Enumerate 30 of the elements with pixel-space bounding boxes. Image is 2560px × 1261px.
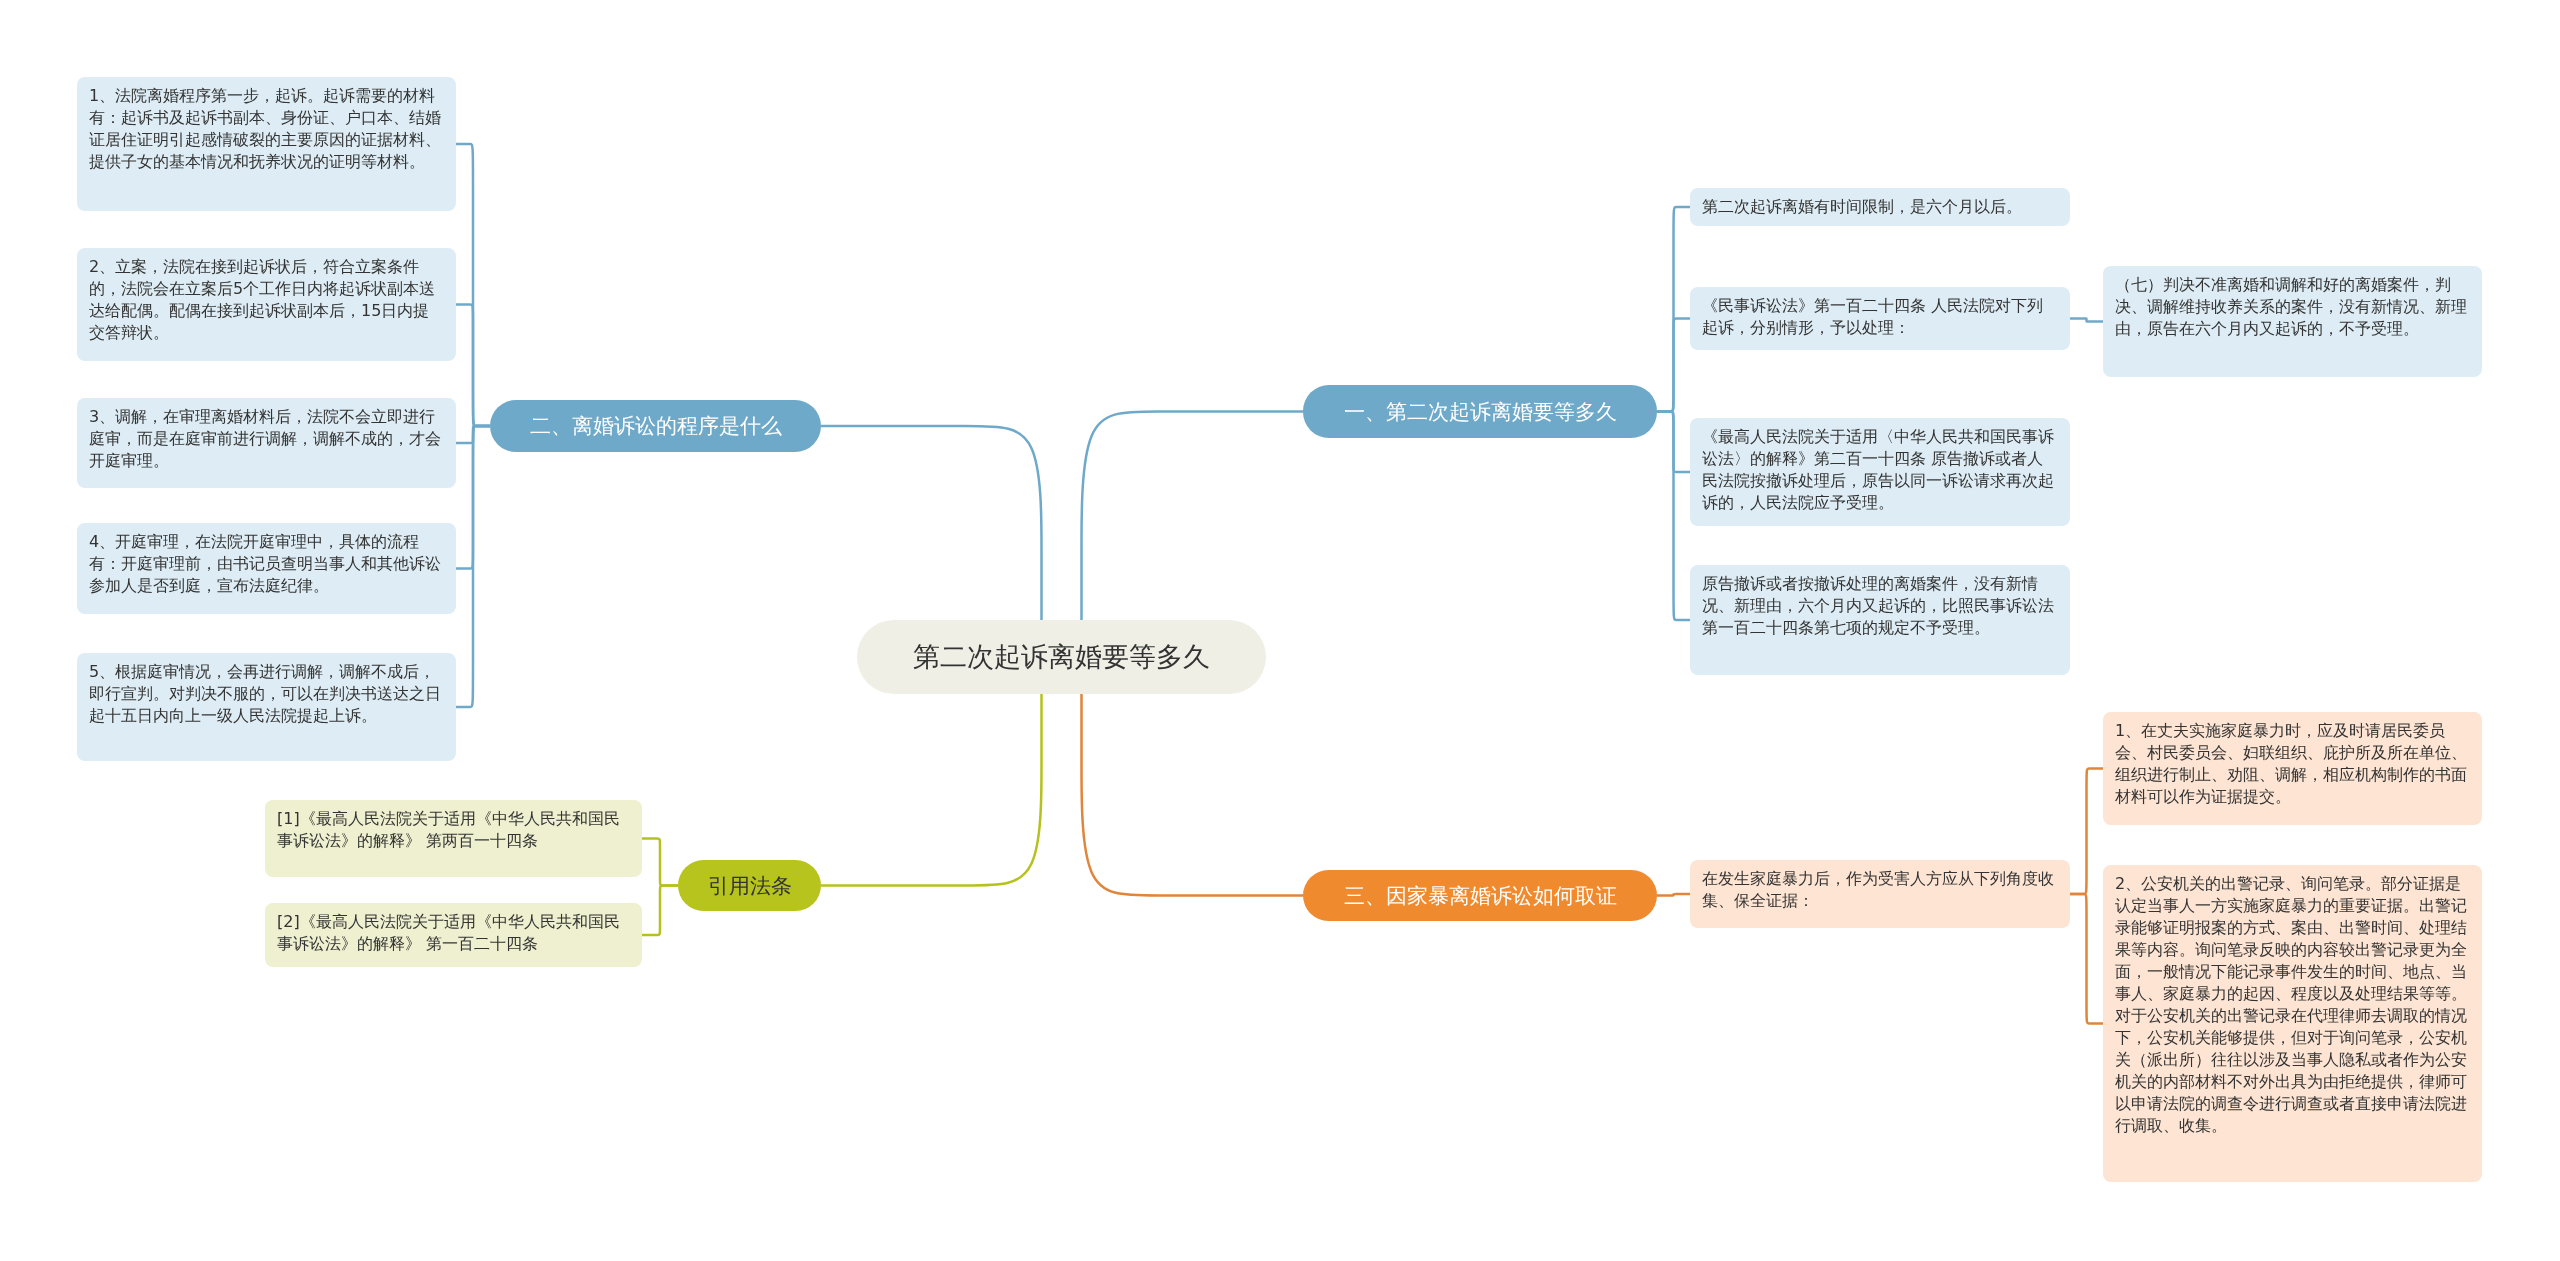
subtopic-card: 原告撤诉或者按撤诉处理的离婚案件，没有新情况、新理由，六个月内又起诉的，比照民事诉讼法第一百二十四条第七项的规定不予受理。 xyxy=(1690,565,2070,675)
subtopic-card: 2、公安机关的出警记录、询问笔录。部分证据是认定当事人一方实施家庭暴力的重要证据。出警记录能够证明报案的方式、案由、出警时间、处理结果等内容。询问笔录反映的内容较出警记录更为全面，一般情况下能记录事件发生的时间、地点、当事人、家庭暴力的起因、程度以及处理结果等等。对于公安机关的出警记录在代理律师去调取的情况下，公安机关能够提供，但对于询问笔录，公安机关（派出所）往往以涉及当事人隐私或者作为公安机关的内部材料不对外出具为由拒绝提供，律师可以申请法院的调查令进行调查或者直接申请法院进行调取、收集。 xyxy=(2103,865,2482,1182)
subtopic-card: 1、法院离婚程序第一步，起诉。起诉需要的材料有：起诉书及起诉书副本、身份证、户口本、结婚证居住证明引起感情破裂的主要原因的证据材料、提供子女的基本情况和抚养状况的证明等材料。 xyxy=(77,77,456,211)
connector-line xyxy=(821,424,1043,620)
connector-line xyxy=(821,694,1043,887)
subtopic-card: 3、调解，在审理离婚材料后，法院不会立即进行庭审，而是在庭审前进行调解，调解不成的，才会开庭审理。 xyxy=(77,398,456,488)
connector-line xyxy=(2070,317,2103,323)
connector-line xyxy=(2070,892,2103,1025)
branch-topic: 二、离婚诉讼的程序是什么 xyxy=(490,400,821,452)
branch-topic: 三、因家暴离婚诉讼如何取证 xyxy=(1303,870,1657,921)
connector-line xyxy=(1657,892,1690,897)
connector-line xyxy=(456,424,490,709)
branch-topic: 一、第二次起诉离婚要等多久 xyxy=(1303,385,1657,438)
subtopic-card: 《最高人民法院关于适用〈中华人民共和国民事诉讼法〉的解释》第二百一十四条 原告撤诉或者人民法院按撤诉处理后，原告以同一诉讼请求再次起诉的，人民法院应予受理。 xyxy=(1690,418,2070,526)
subtopic-card: 1、在丈夫实施家庭暴力时，应及时请居民委员会、村民委员会、妇联组织、庇护所及所在单位、组织进行制止、劝阻、调解，相应机构制作的书面材料可以作为证据提交。 xyxy=(2103,712,2482,825)
subtopic-card: 第二次起诉离婚有时间限制，是六个月以后。 xyxy=(1690,188,2070,226)
connector-line xyxy=(1657,410,1690,622)
subtopic-card: 在发生家庭暴力后，作为受害人方应从下列角度收集、保全证据： xyxy=(1690,860,2070,928)
connector-line xyxy=(1080,694,1303,897)
subtopic-card: [1]《最高人民法院关于适用《中华人民共和国民事诉讼法》的解释》 第两百一十四条 xyxy=(265,800,642,877)
connector-line xyxy=(642,884,678,937)
subtopic-card: 《民事诉讼法》第一百二十四条 人民法院对下列起诉，分别情形，予以处理： xyxy=(1690,287,2070,350)
branch-topic: 引用法条 xyxy=(678,860,821,911)
subtopic-card: [2]《最高人民法院关于适用《中华人民共和国民事诉讼法》的解释》 第一百二十四条 xyxy=(265,903,642,967)
subtopic-card: 2、立案，法院在接到起诉状后，符合立案条件的，法院会在立案后5个工作日内将起诉状副本送达给配偶。配偶在接到起诉状副本后，15日内提交答辩状。 xyxy=(77,248,456,361)
connector-line xyxy=(1080,410,1303,620)
subtopic-card: （七）判决不准离婚和调解和好的离婚案件，判决、调解维持收养关系的案件，没有新情况、新理由，原告在六个月内又起诉的，不予受理。 xyxy=(2103,266,2482,377)
subtopic-card: 5、根据庭审情况，会再进行调解，调解不成后，即行宣判。对判决不服的，可以在判决书送达之日起十五日内向上一级人民法院提起上诉。 xyxy=(77,653,456,761)
central-topic: 第二次起诉离婚要等多久 xyxy=(857,620,1266,694)
subtopic-card: 4、开庭审理，在法院开庭审理中，具体的流程有：开庭审理前，由书记员查明当事人和其他诉讼参加人是否到庭，宣布法庭纪律。 xyxy=(77,523,456,614)
